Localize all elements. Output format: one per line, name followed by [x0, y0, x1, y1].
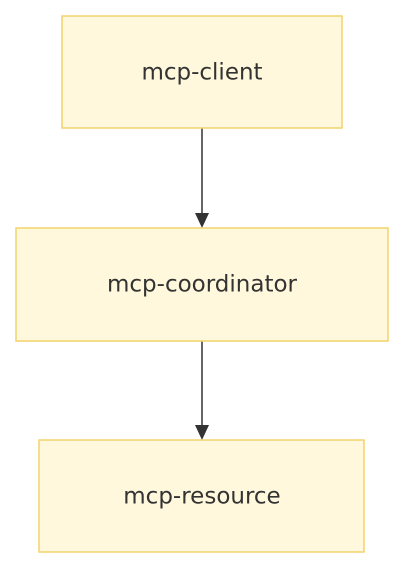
node-mcp-coordinator[interactable]: mcp-coordinator: [15, 227, 389, 342]
node-box: [38, 439, 365, 553]
edge-coordinator-to-resource: [195, 341, 209, 440]
node-mcp-resource[interactable]: mcp-resource: [38, 439, 365, 553]
node-box: [61, 15, 343, 129]
edge-client-to-coordinator: [195, 128, 209, 228]
node-label: mcp-coordinator: [107, 272, 298, 298]
arrowhead-icon: [195, 213, 209, 228]
node-mcp-client[interactable]: mcp-client: [61, 15, 343, 129]
node-label: mcp-client: [141, 60, 262, 86]
arrowhead-icon: [195, 425, 209, 440]
node-label: mcp-resource: [123, 484, 280, 510]
node-box: [15, 227, 389, 342]
